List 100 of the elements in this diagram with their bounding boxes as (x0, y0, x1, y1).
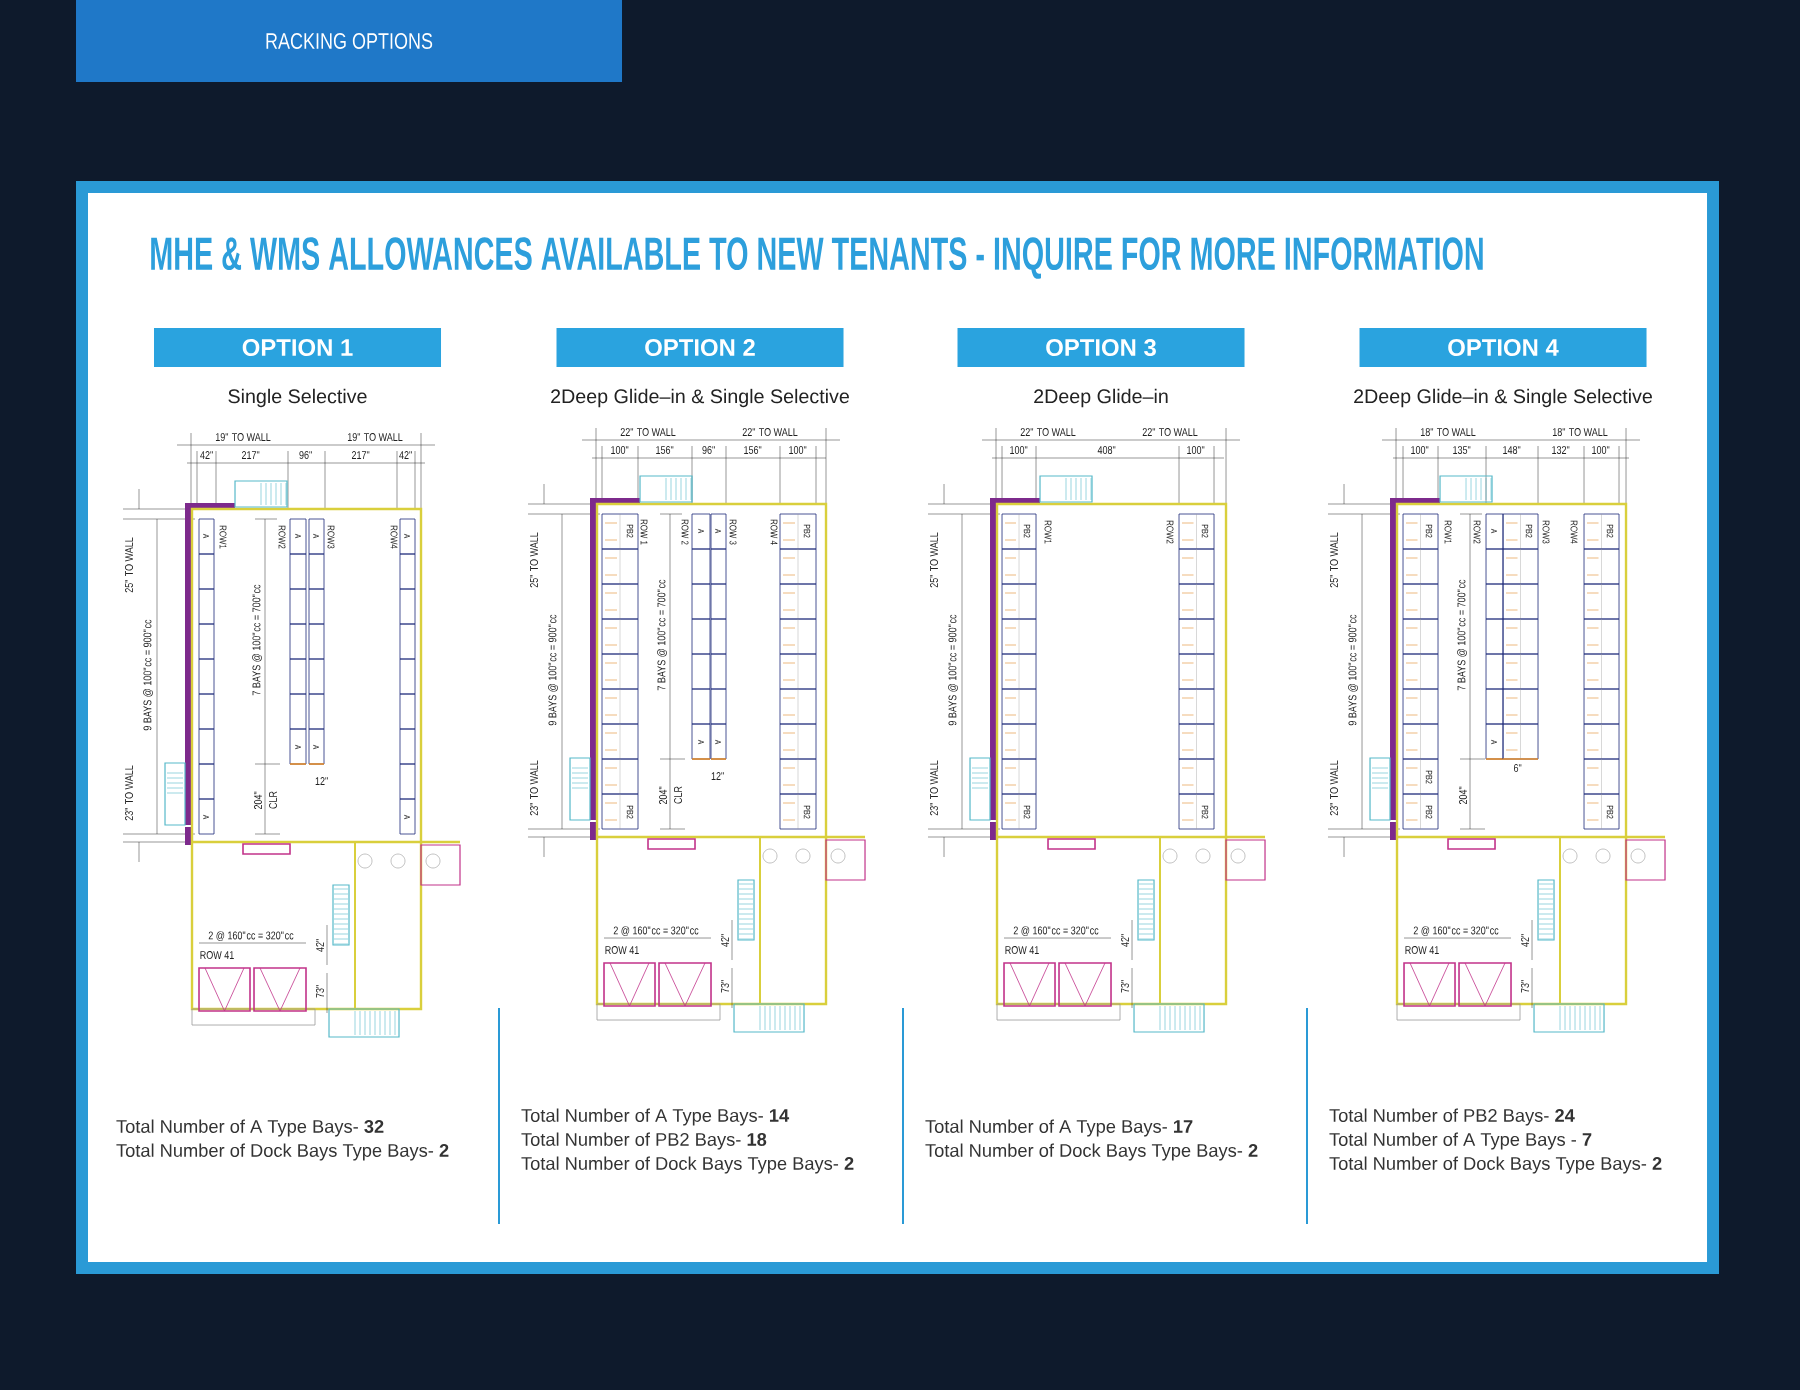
dimension-text: 19" TO WALL (215, 433, 271, 441)
dimension-text: 100" (789, 446, 807, 454)
row-label: ROW2 (1473, 520, 1481, 544)
dimension-text: CLR (674, 786, 682, 804)
bay-mark: A (404, 533, 410, 539)
dimension-text: 23" TO WALL (530, 760, 538, 816)
bay-mark: A (295, 744, 301, 750)
dimension-text: 19" TO WALL (347, 433, 403, 441)
bay-mark: A (715, 739, 721, 745)
total-text: Total Number of A Type Bays- 17 (925, 1119, 1193, 1137)
bay-mark: A (698, 528, 704, 534)
dimension-text: 156" (744, 446, 762, 454)
dimension-text: 2 @ 160"cc = 320"cc (1013, 926, 1099, 936)
dimension-text: 204" (254, 791, 262, 810)
option-header: OPTION 1 (154, 328, 441, 367)
row-label: ROW 1 (640, 519, 648, 545)
dimension-text: ROW 41 (200, 951, 234, 959)
dimension-text: 73" (316, 985, 324, 998)
row-label: ROW1 (1444, 520, 1452, 544)
row-label: ROW4 (1570, 520, 1578, 544)
dimension-text: 12" (315, 777, 328, 785)
dimension-text: 9 BAYS @ 100"cc = 900"cc (143, 619, 153, 731)
dimension-text: 25" TO WALL (930, 532, 938, 588)
bay-mark: PB2 (1606, 805, 1614, 819)
total-text: Total Number of PB2 Bays- 18 (521, 1132, 767, 1150)
dimension-text: 22" TO WALL (1142, 428, 1198, 436)
option-header: OPTION 4 (1359, 328, 1647, 367)
dimension-text: 9 BAYS @ 100"cc = 900"cc (548, 614, 558, 726)
dimension-text: 23" TO WALL (1330, 760, 1338, 816)
dimension-text: 2 @ 160"cc = 320"cc (208, 931, 294, 941)
dimension-text: 217" (241, 451, 260, 459)
dimension-text: ROW 41 (1005, 946, 1039, 954)
dimension-text: 25" TO WALL (1330, 532, 1338, 588)
dimension-text: 156" (656, 446, 674, 454)
dimension-text: 42" (1521, 934, 1529, 947)
dimension-text: 96" (702, 446, 715, 454)
dimension-text: 204" (1459, 786, 1467, 805)
bay-mark: PB2 (1425, 805, 1433, 819)
row-label: ROW4 (390, 525, 398, 549)
dimension-text: 18" TO WALL (1420, 428, 1476, 436)
total-text: Total Number of Dock Bays Type Bays- 2 (925, 1143, 1258, 1161)
dimension-text: 18" TO WALL (1552, 428, 1608, 436)
dimension-text: 6" (1514, 764, 1522, 772)
dimension-text: 132" (1552, 446, 1570, 454)
header-tab: RACKING OPTIONS (76, 0, 622, 82)
dimension-text: 7 BAYS @ 100"cc = 700"cc (657, 579, 667, 691)
dimension-text: 73" (1121, 980, 1129, 993)
row-label: ROW1 (1044, 520, 1052, 544)
subtitle-text: 2Deep Glide–in & Single Selective (551, 388, 849, 408)
bay-mark: A (715, 528, 721, 534)
total-text: Total Number of Dock Bays Type Bays- 2 (521, 1156, 854, 1174)
dimension-text: 9 BAYS @ 100"cc = 900"cc (948, 614, 958, 726)
dimension-text: 73" (1521, 980, 1529, 993)
dimension-text: 2 @ 160"cc = 320"cc (613, 926, 699, 936)
subtitle-text: 2Deep Glide–in (1034, 388, 1168, 408)
bay-mark: PB2 (1425, 770, 1433, 784)
dimension-text: 100" (1187, 446, 1205, 454)
bay-mark: A (313, 533, 319, 539)
row-label: ROW3 (327, 525, 335, 549)
row-label: ROW2 (1166, 520, 1174, 544)
dimension-text: 42" (200, 451, 213, 459)
row-label: ROW 4 (770, 519, 778, 545)
bay-mark: A (295, 533, 301, 539)
dimension-text: 22" TO WALL (620, 428, 676, 436)
dimension-text: 135" (1453, 446, 1471, 454)
title: MHE & WMS ALLOWANCES AVAILABLE TO NEW TENANTS - INQUIRE FOR MORE INFORMATION (151, 237, 1483, 279)
bay-mark: PB2 (1525, 524, 1533, 538)
dimension-text: ROW 41 (1405, 946, 1439, 954)
bay-mark: PB2 (1425, 524, 1433, 538)
dimension-text: 204" (659, 786, 667, 805)
total-text: Total Number of Dock Bays Type Bays- 2 (116, 1143, 449, 1161)
row-label: ROW 2 (681, 519, 689, 545)
row-label: ROW 3 (729, 519, 737, 545)
dimension-text: 23" TO WALL (125, 765, 133, 821)
bay-mark: A (203, 814, 209, 820)
option-header: OPTION 2 (556, 328, 844, 367)
dimension-text: 148" (1503, 446, 1521, 454)
subtitle-text: 2Deep Glide–in & Single Selective (1354, 388, 1652, 408)
row-label: ROW1 (219, 525, 227, 549)
total-text: Total Number of Dock Bays Type Bays- 2 (1329, 1156, 1662, 1174)
dimension-text: 7 BAYS @ 100"cc = 700"cc (252, 584, 262, 696)
row-label: ROW3 (1542, 520, 1550, 544)
dimension-text: 2 @ 160"cc = 320"cc (1413, 926, 1499, 936)
dimension-text: 25" TO WALL (530, 532, 538, 588)
bay-mark: PB2 (803, 805, 811, 819)
dimension-text: 100" (1592, 446, 1610, 454)
dimension-text: 7 BAYS @ 100"cc = 700"cc (1457, 579, 1467, 691)
dimension-text: 96" (299, 451, 312, 459)
bay-mark: A (1491, 528, 1497, 534)
bay-mark: PB2 (1023, 524, 1031, 538)
dimension-text: 23" TO WALL (930, 760, 938, 816)
dimension-text: 42" (316, 939, 324, 952)
row-label: ROW2 (278, 525, 286, 549)
dimension-text: 22" TO WALL (742, 428, 798, 436)
dimension-text: 25" TO WALL (125, 537, 133, 593)
dimension-text: 100" (1411, 446, 1429, 454)
dimension-text: 100" (611, 446, 629, 454)
total-text: Total Number of A Type Bays- 32 (116, 1119, 384, 1137)
dimension-text: 12" (711, 772, 724, 780)
dimension-text: 100" (1010, 446, 1028, 454)
